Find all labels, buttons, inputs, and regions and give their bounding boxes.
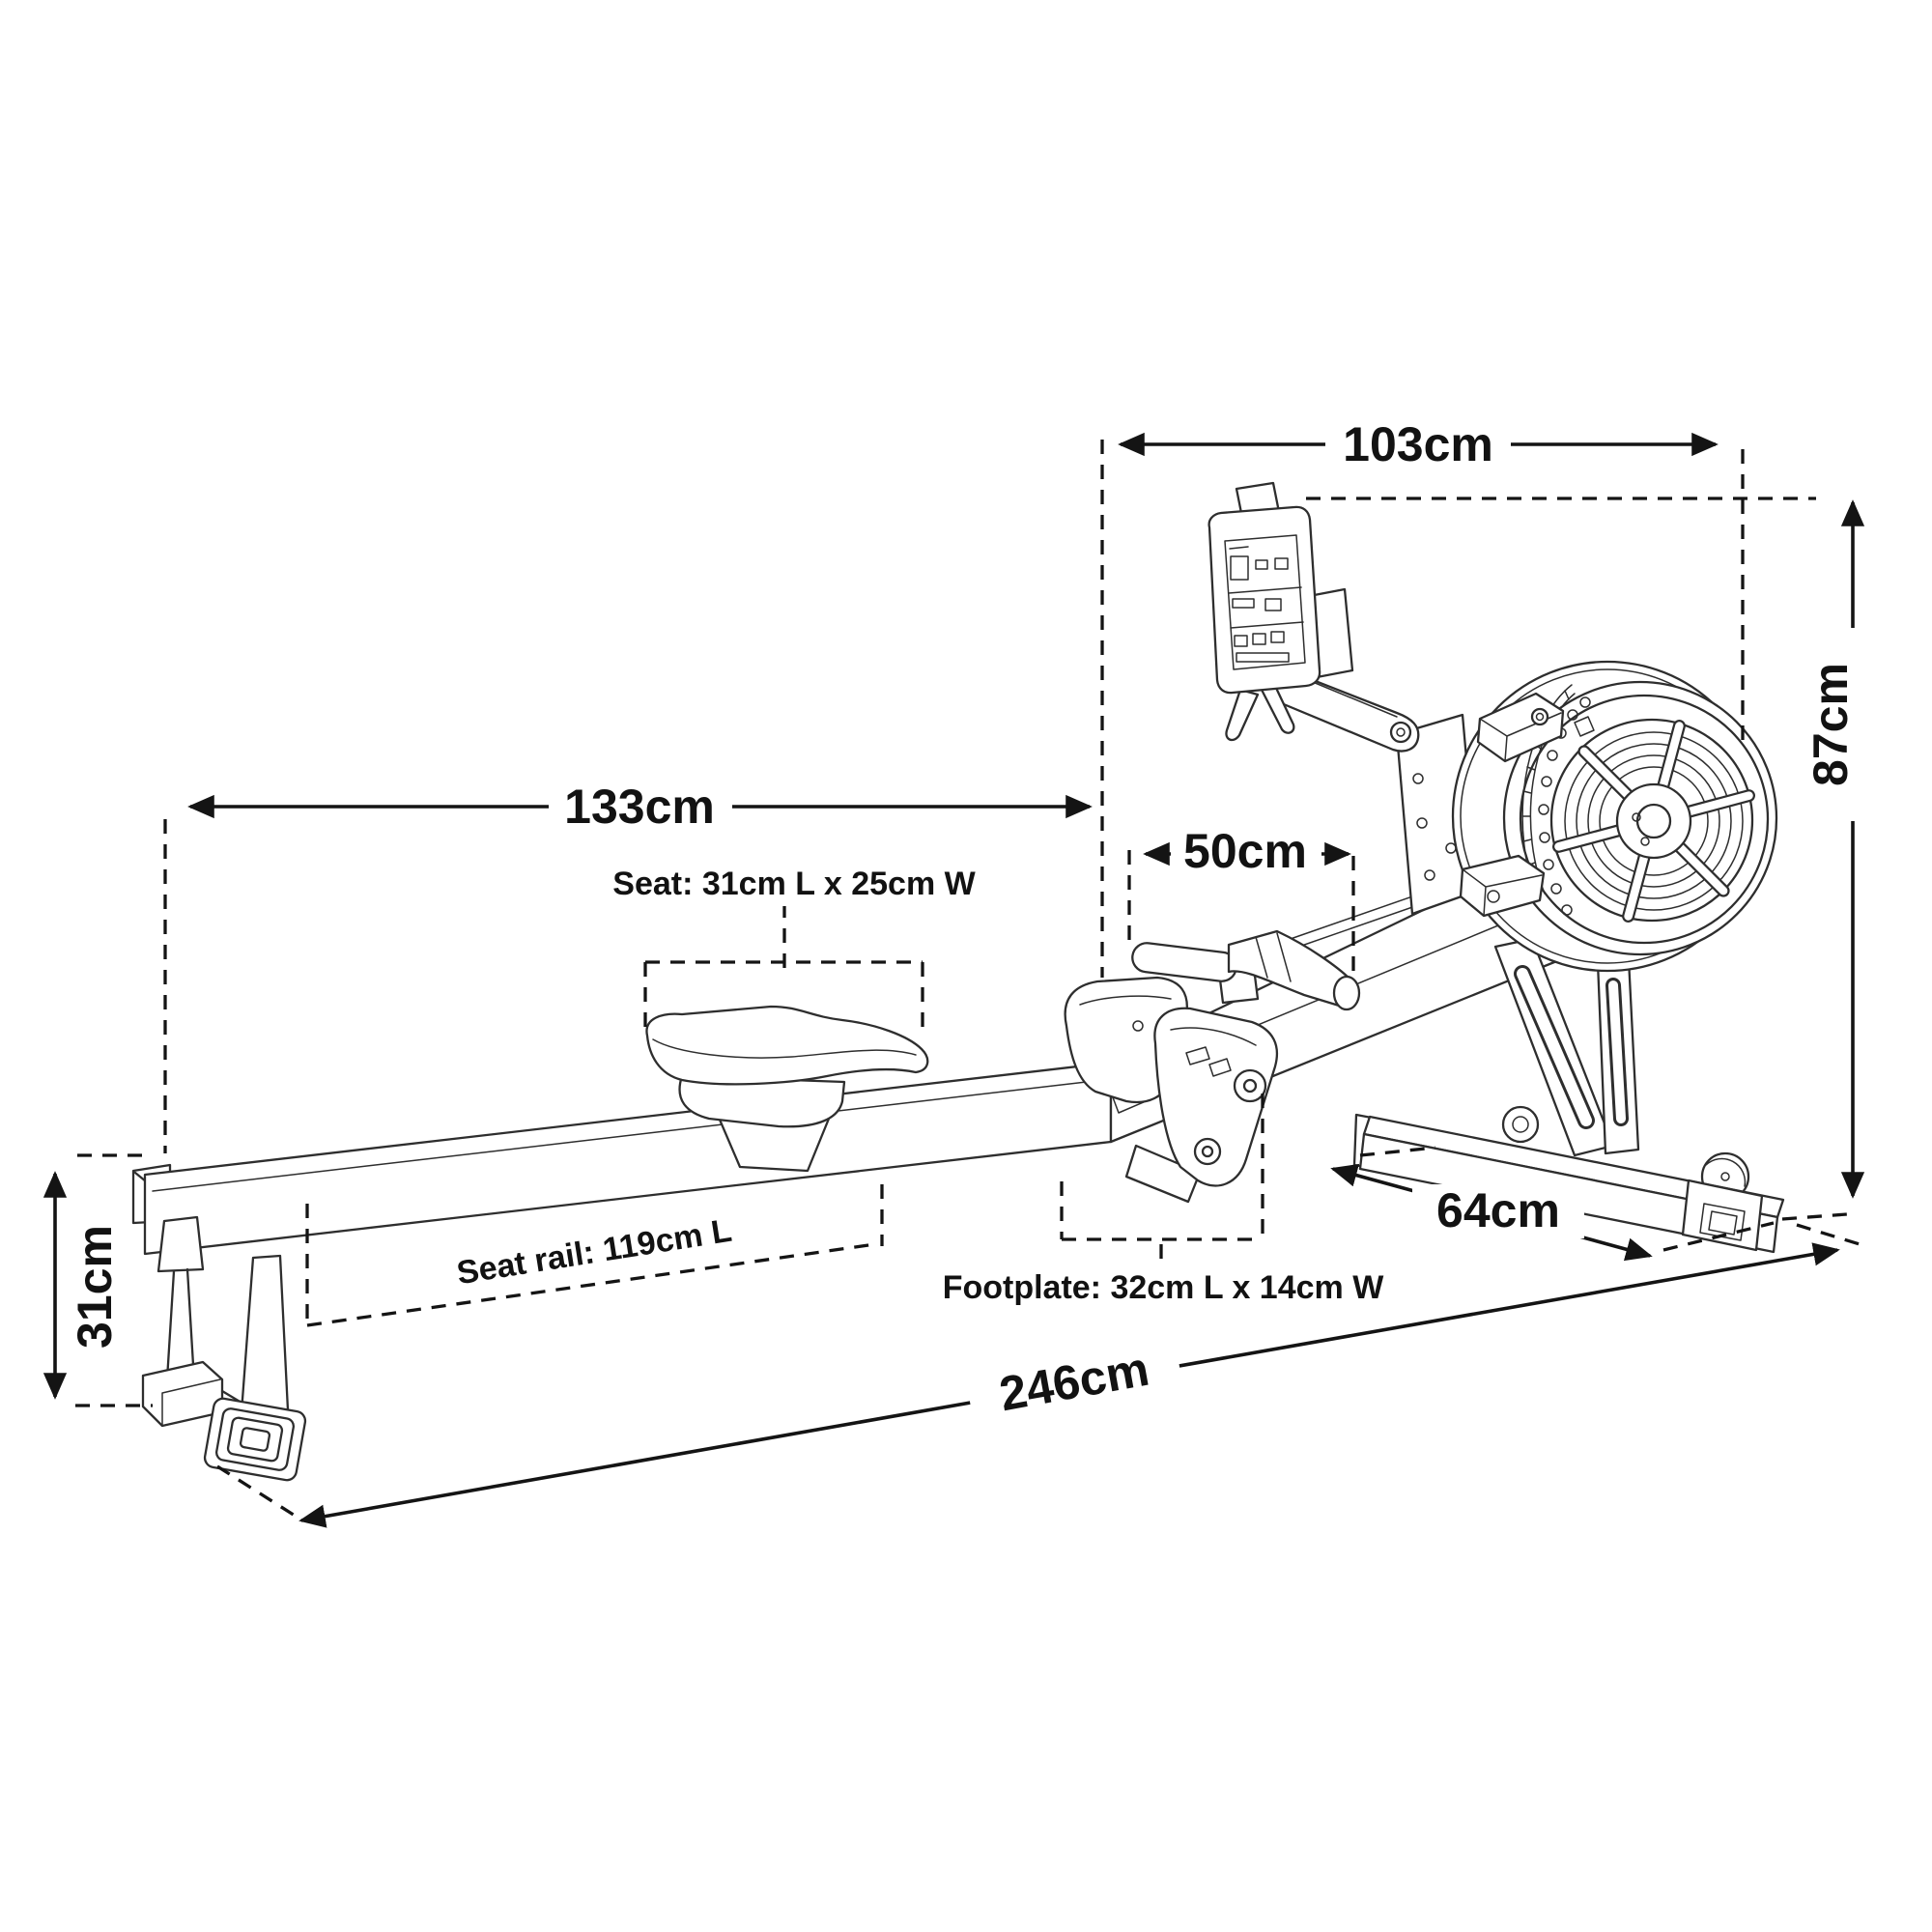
seat-size-label: Seat: 31cm L x 25cm W: [612, 866, 976, 902]
flywheel-spokes: [1552, 720, 1755, 923]
stand-struts: [1493, 937, 1640, 1157]
dim-31cm-group: 31cm: [68, 1192, 122, 1381]
dim-31cm-label: 31cm: [68, 1225, 122, 1349]
dim-246cm-label: 246cm: [995, 1342, 1152, 1422]
dim-64cm-label: 64cm: [1436, 1183, 1560, 1237]
monitor-screen-ui: [1228, 546, 1304, 663]
handle: [1131, 929, 1361, 1011]
ext-50: [1127, 850, 1355, 980]
footplate: [1064, 976, 1279, 1204]
monitor-body: [1208, 505, 1321, 695]
dim-87cm-label: 87cm: [1804, 663, 1858, 786]
dim-133cm-label: 133cm: [564, 780, 715, 834]
dimension-annotations: 103cm 133cm 50cm 87cm 64cm 246cm 31cm Se…: [43, 417, 1865, 1528]
seat-dashed-box: [643, 903, 924, 1034]
machine-drawing: [131, 481, 1785, 1482]
ext-246-left: [216, 1464, 300, 1520]
monitor-screen: [1224, 534, 1306, 670]
footplate-size-label: Footplate: 32cm L x 14cm W: [943, 1269, 1385, 1306]
damper-holes: [1538, 696, 1591, 916]
dimension-labels: 103cm 133cm 50cm 87cm 64cm 246cm 31cm Se…: [68, 417, 1858, 1428]
flywheel: [1451, 660, 1778, 973]
dim-87cm-group: 87cm: [1804, 628, 1858, 821]
dim-103cm-label: 103cm: [1343, 417, 1493, 471]
ext-64-floor: [1359, 1146, 1861, 1252]
footplate-dashed-box: [1060, 1094, 1264, 1263]
dim-246cm-group: 246cm: [964, 1335, 1184, 1428]
seat-rail-length-label: Seat rail: 119cm L: [454, 1212, 734, 1292]
performance-monitor: [1208, 481, 1354, 742]
dim-50cm-label: 50cm: [1183, 824, 1307, 878]
dimension-lines: [43, 432, 1865, 1528]
extension-lines: [75, 440, 1861, 1520]
ext-31-ticks: [75, 1153, 153, 1407]
seat: [645, 1005, 929, 1173]
flywheel-bottom-clamp: [1459, 854, 1546, 918]
